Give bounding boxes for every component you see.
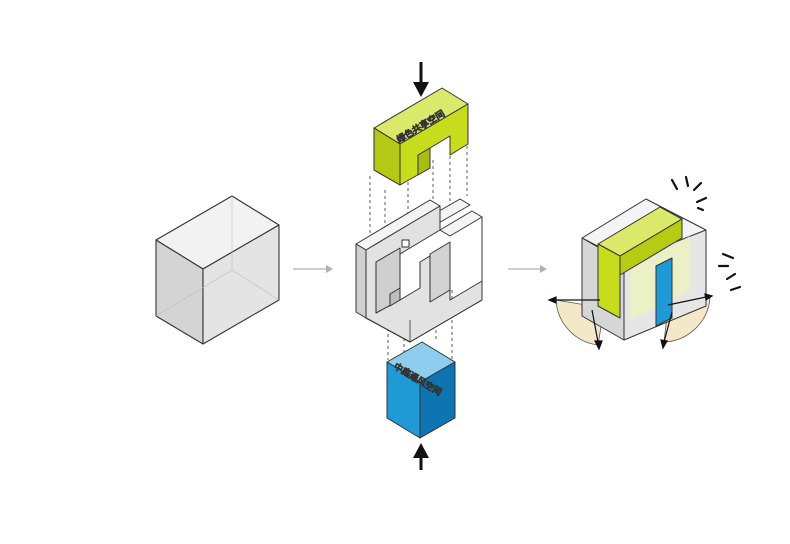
blue-atrium-block: 中庭通风空间 bbox=[386, 341, 456, 439]
arrow-up-icon bbox=[413, 443, 429, 470]
sun-ray-icon bbox=[670, 175, 708, 212]
blue-right-face bbox=[419, 361, 456, 439]
green-left-face bbox=[373, 127, 401, 186]
green-shared-space-block: 绿色共享空间 bbox=[373, 87, 469, 186]
massing-box bbox=[155, 195, 280, 345]
final-building bbox=[555, 198, 711, 346]
arrow-down-icon bbox=[413, 62, 429, 97]
final-blue-strip bbox=[655, 257, 673, 327]
arrow-right-icon bbox=[508, 265, 547, 273]
final-green-band bbox=[597, 243, 621, 319]
core-window bbox=[401, 239, 410, 248]
green-notch-face bbox=[417, 147, 431, 176]
core-structure bbox=[355, 198, 483, 343]
arrow-right-icon bbox=[293, 265, 333, 273]
sun-ray-icon bbox=[717, 252, 742, 292]
core-left-face bbox=[355, 243, 367, 319]
wind-arrows bbox=[547, 293, 714, 351]
